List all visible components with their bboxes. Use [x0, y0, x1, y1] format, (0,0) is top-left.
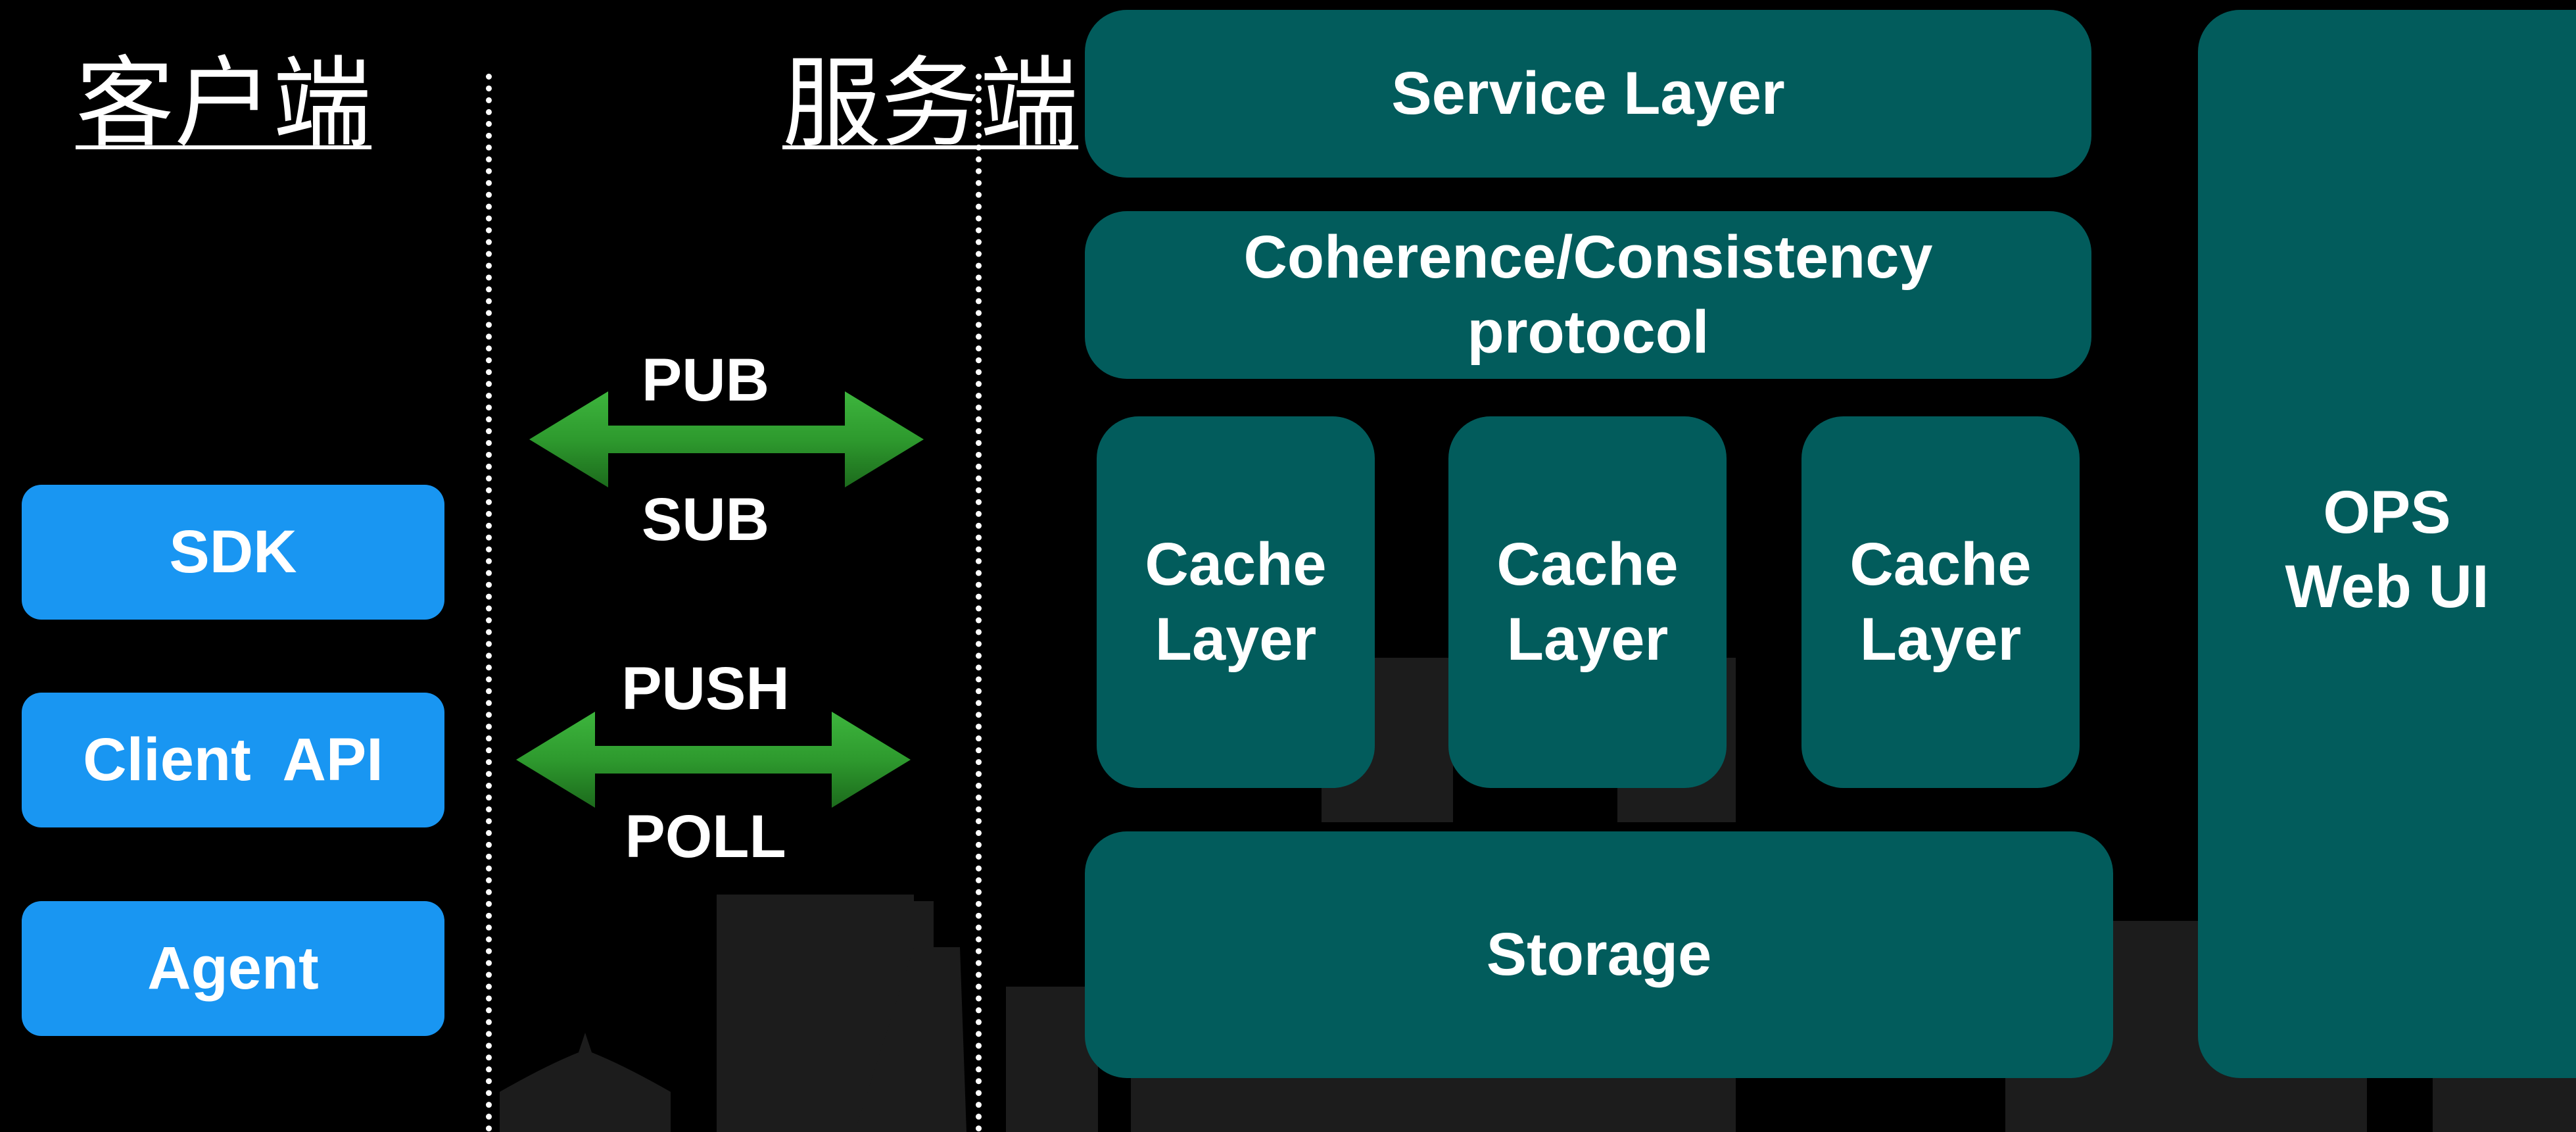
coherence-label-line2: protocol — [1467, 298, 1709, 366]
divider-left — [486, 74, 492, 1132]
agent-label: Agent — [147, 935, 319, 1002]
coherence-protocol-box: Coherence/Consistency protocol — [1085, 211, 2091, 379]
sub-label: SUB — [641, 486, 770, 553]
cache-layer-label-line2: Layer — [1506, 605, 1669, 673]
ops-web-ui-box: OPS Web UI — [2198, 10, 2576, 1078]
service-layer-box: Service Layer — [1085, 10, 2091, 178]
service-layer-label: Service Layer — [1391, 59, 1785, 127]
cache-layer-label-line1: Cache — [1145, 531, 1327, 599]
cache-layer-label-line1: Cache — [1496, 531, 1679, 599]
divider-right — [976, 74, 982, 1132]
sdk-label: SDK — [169, 518, 297, 585]
push-label: PUSH — [621, 655, 790, 722]
coherence-label-line1: Coherence/Consistency — [1243, 224, 1933, 291]
cache-layer-box: Cache Layer — [1097, 416, 1375, 788]
client-api-label: Client API — [83, 726, 383, 793]
push-poll-arrow — [516, 712, 911, 808]
server-heading: 服务端 — [782, 47, 1079, 161]
agent-box: Agent — [22, 901, 444, 1036]
pub-label: PUB — [641, 347, 770, 414]
client-api-box: Client API — [22, 693, 444, 827]
cache-layer-box: Cache Layer — [1801, 416, 2080, 788]
ops-label-line2: Web UI — [2285, 553, 2489, 621]
pub-sub-arrow — [529, 391, 924, 487]
client-heading: 客户端 — [76, 47, 372, 161]
storage-box: Storage — [1085, 831, 2113, 1078]
poll-label: POLL — [625, 803, 786, 870]
storage-label: Storage — [1486, 920, 1712, 988]
cache-layer-label-line2: Layer — [1155, 605, 1317, 673]
cache-layer-box: Cache Layer — [1448, 416, 1727, 788]
ops-label-line1: OPS — [2323, 479, 2451, 546]
sdk-box: SDK — [22, 485, 444, 620]
cache-layer-label-line2: Layer — [1859, 605, 2022, 673]
cache-layer-label-line1: Cache — [1849, 531, 2032, 599]
